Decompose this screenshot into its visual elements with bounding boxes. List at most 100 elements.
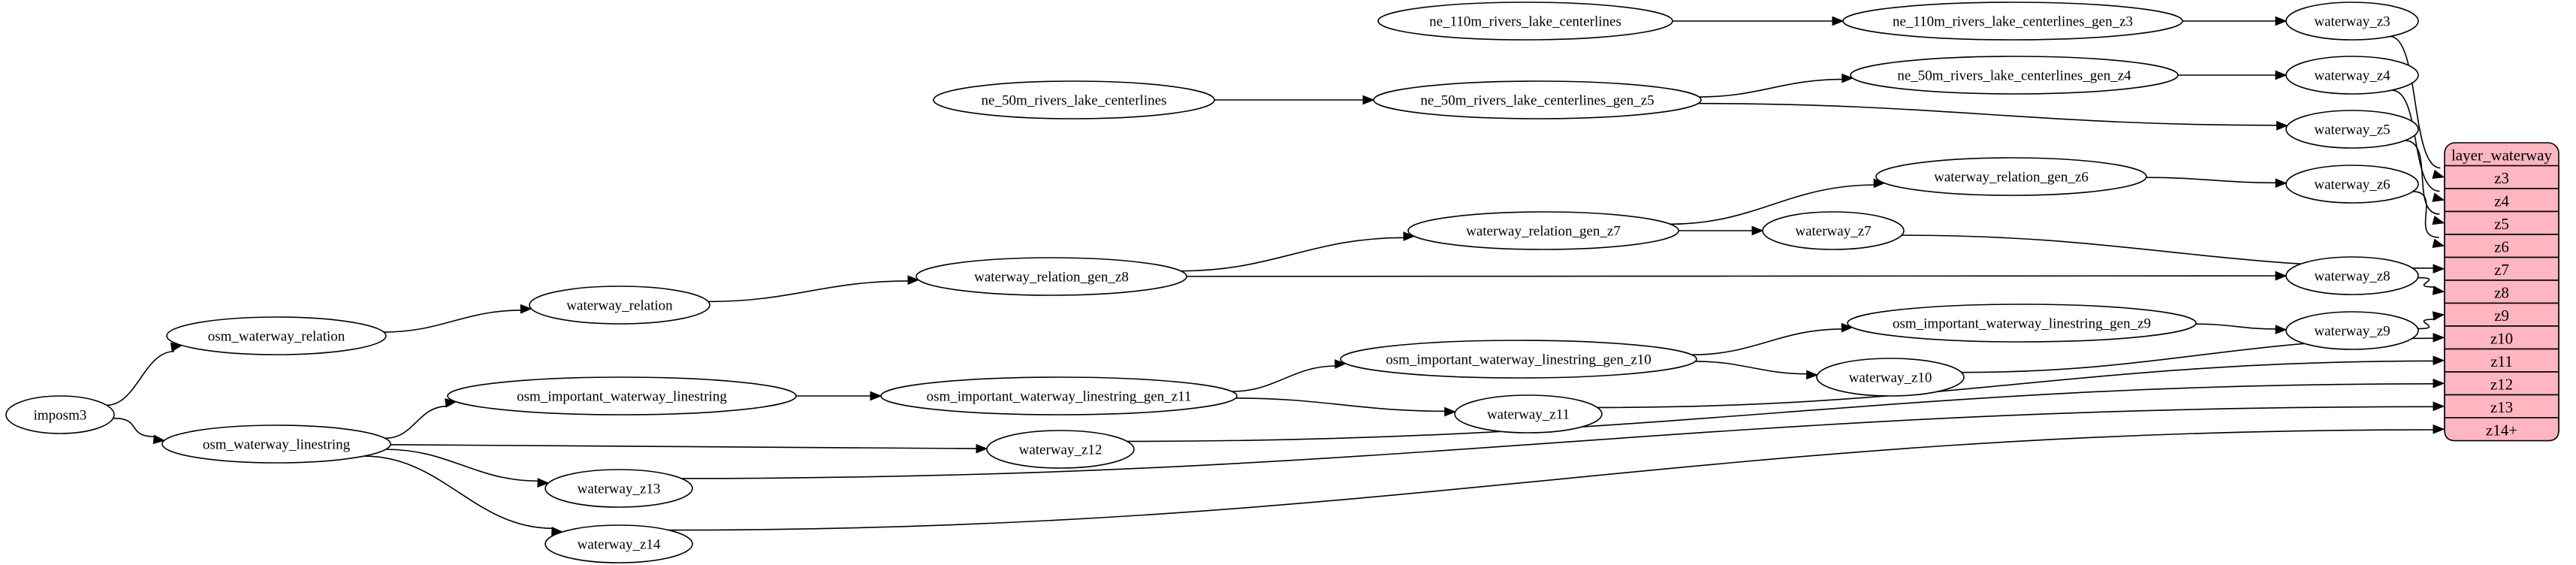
node-waterway_z13[interactable]: waterway_z13 xyxy=(544,469,693,508)
node-ne_110m_rivers_lake_centerlines_gen_z3[interactable]: ne_110m_rivers_lake_centerlines_gen_z3 xyxy=(1842,2,2183,41)
node-shape-waterway_relation xyxy=(529,286,710,325)
edge-waterway_z11-to-legend-z11 xyxy=(1597,360,2435,409)
node-osm_important_waterway_linestring[interactable]: osm_important_waterway_linestring xyxy=(447,376,797,415)
node-shape-ne_110m_rivers_lake_centerlines_gen_z3 xyxy=(1842,2,2183,41)
node-osm_waterway_linestring[interactable]: osm_waterway_linestring xyxy=(161,425,391,464)
legend-row-z12[interactable] xyxy=(2444,371,2559,396)
edge-osm_waterway_linestring-to-waterway_z12 xyxy=(390,444,978,449)
edge-osm_waterway_linestring-to-waterway_z14 xyxy=(363,455,554,530)
edge-arrowhead xyxy=(1444,406,1457,417)
edge-arrowhead xyxy=(2275,178,2288,189)
legend-row-label-z6: z6 xyxy=(2494,237,2509,255)
node-waterway_relation_gen_z7[interactable]: waterway_relation_gen_z7 xyxy=(1407,211,1679,250)
legend-row-label-z8: z8 xyxy=(2494,283,2509,301)
legend-table-layer-waterway: layer_waterwayz3z4z5z6z7z8z9z10z11z12z13… xyxy=(2444,142,2559,442)
legend-row-z11[interactable] xyxy=(2444,348,2559,373)
node-shape-waterway_z8 xyxy=(2285,256,2419,295)
legend-row-label-z5: z5 xyxy=(2494,215,2509,233)
node-label-waterway_z14: waterway_z14 xyxy=(578,537,661,553)
node-shape-waterway_z5 xyxy=(2285,110,2419,149)
node-shape-osm_waterway_relation xyxy=(166,316,387,355)
node-ne_50m_rivers_lake_centerlines_gen_z4[interactable]: ne_50m_rivers_lake_centerlines_gen_z4 xyxy=(1850,56,2179,95)
node-waterway_z12[interactable]: waterway_z12 xyxy=(986,430,1135,469)
edge-arrowhead xyxy=(2275,70,2288,80)
legend-row-label-z7: z7 xyxy=(2494,261,2509,279)
legend-table-title: layer_waterway xyxy=(2451,146,2553,164)
edge-arrowhead xyxy=(2433,355,2445,366)
edge-waterway_z5-to-legend-z5 xyxy=(2405,140,2440,215)
node-shape-waterway_z4 xyxy=(2285,56,2419,95)
legend-row-z10[interactable] xyxy=(2444,325,2559,350)
edge-osm_important_waterway_linestring_gen_z11-to-waterway_z11 xyxy=(1235,397,1446,412)
node-waterway_z14[interactable]: waterway_z14 xyxy=(544,524,693,563)
node-label-waterway_z12: waterway_z12 xyxy=(1019,443,1102,458)
node-shape-waterway_z3 xyxy=(2285,2,2419,41)
edge-waterway_z4-to-legend-z4 xyxy=(2391,89,2440,192)
node-osm_important_waterway_linestring_gen_z9[interactable]: osm_important_waterway_linestring_gen_z9 xyxy=(1847,304,2197,343)
node-shape-waterway_z12 xyxy=(986,430,1135,469)
node-shape-waterway_z6 xyxy=(2285,165,2419,204)
node-label-osm_waterway_linestring: osm_waterway_linestring xyxy=(203,437,351,453)
node-osm_important_waterway_linestring_gen_z11[interactable]: osm_important_waterway_linestring_gen_z1… xyxy=(880,376,1238,415)
edge-arrowhead xyxy=(2432,215,2445,225)
node-label-ne_50m_rivers_lake_centerlines: ne_50m_rivers_lake_centerlines xyxy=(982,93,1167,109)
node-waterway_relation_gen_z8[interactable]: waterway_relation_gen_z8 xyxy=(915,257,1187,296)
legend-row-z5[interactable] xyxy=(2444,210,2559,235)
edge-waterway_relation_gen_z6-to-waterway_z6 xyxy=(2146,177,2277,184)
edge-arrowhead xyxy=(976,443,988,454)
edge-arrowhead xyxy=(1751,225,1764,236)
node-shape-waterway_z14 xyxy=(544,524,693,563)
node-label-waterway_z11: waterway_z11 xyxy=(1487,407,1570,423)
node-ne_110m_rivers_lake_centerlines[interactable]: ne_110m_rivers_lake_centerlines xyxy=(1377,2,1673,41)
node-ne_50m_rivers_lake_centerlines_gen_z5[interactable]: ne_50m_rivers_lake_centerlines_gen_z5 xyxy=(1373,80,1702,119)
node-label-ne_110m_rivers_lake_centerlines: ne_110m_rivers_lake_centerlines xyxy=(1429,14,1621,30)
node-ne_50m_rivers_lake_centerlines[interactable]: ne_50m_rivers_lake_centerlines xyxy=(933,80,1215,119)
node-label-osm_important_waterway_linestring_gen_z10: osm_important_waterway_linestring_gen_z1… xyxy=(1386,352,1651,368)
edge-arrowhead xyxy=(152,434,166,445)
legend-row-z4[interactable] xyxy=(2444,188,2559,213)
node-label-waterway_z9: waterway_z9 xyxy=(2314,324,2390,340)
edge-osm_important_waterway_linestring_gen_z10-to-osm_important_waterway_linestring_gen_z9 xyxy=(1691,328,1843,356)
edge-arrowhead xyxy=(445,398,457,408)
edge-ne_50m_rivers_lake_centerlines_gen_z5-to-waterway_z5 xyxy=(1698,102,2278,126)
edge-arrowhead xyxy=(2432,169,2445,180)
legend-row-z13[interactable] xyxy=(2444,394,2559,418)
edge-imposm3-to-osm_waterway_relation xyxy=(107,350,174,406)
node-shape-ne_50m_rivers_lake_centerlines_gen_z4 xyxy=(1850,56,2179,95)
node-waterway_z10[interactable]: waterway_z10 xyxy=(1816,358,1965,397)
node-shape-osm_important_waterway_linestring_gen_z11 xyxy=(880,376,1238,415)
node-waterway_z8[interactable]: waterway_z8 xyxy=(2285,256,2419,295)
legend-table-layer: layer_waterwayz3z4z5z6z7z8z9z10z11z12z13… xyxy=(2444,142,2559,442)
legend-row-z14+[interactable] xyxy=(2444,417,2559,442)
node-waterway_z3[interactable]: waterway_z3 xyxy=(2285,2,2419,41)
node-waterway_z9[interactable]: waterway_z9 xyxy=(2285,311,2419,350)
node-waterway_z5[interactable]: waterway_z5 xyxy=(2285,110,2419,149)
nodes-layer: imposm3 osm_waterway_relation osm_waterway… xyxy=(5,2,2419,563)
node-imposm3[interactable]: imposm3 xyxy=(5,395,115,434)
edge-arrowhead xyxy=(870,391,882,401)
node-osm_waterway_relation[interactable]: osm_waterway_relation xyxy=(166,316,387,355)
node-shape-ne_110m_rivers_lake_centerlines xyxy=(1377,2,1673,41)
node-waterway_z11[interactable]: waterway_z11 xyxy=(1454,394,1603,434)
node-shape-osm_waterway_linestring xyxy=(161,425,391,464)
node-waterway_relation[interactable]: waterway_relation xyxy=(529,286,710,325)
edge-waterway_z6-to-legend-z6 xyxy=(2412,191,2439,238)
node-waterway_z6[interactable]: waterway_z6 xyxy=(2285,165,2419,204)
edge-waterway_z14-to-legend-z14+ xyxy=(668,429,2435,531)
node-label-waterway_z7: waterway_z7 xyxy=(1795,224,1871,240)
node-shape-ne_50m_rivers_lake_centerlines xyxy=(933,80,1215,119)
node-waterway_z4[interactable]: waterway_z4 xyxy=(2285,56,2419,95)
node-label-waterway_z4: waterway_z4 xyxy=(2314,68,2390,84)
node-shape-osm_important_waterway_linestring xyxy=(447,376,797,415)
node-osm_important_waterway_linestring_gen_z10[interactable]: osm_important_waterway_linestring_gen_z1… xyxy=(1340,340,1697,379)
edge-waterway_z9-to-legend-z9 xyxy=(2418,319,2436,330)
node-waterway_relation_gen_z6[interactable]: waterway_relation_gen_z6 xyxy=(1875,157,2147,196)
edge-arrowhead xyxy=(2433,401,2445,412)
legend-row-label-z14+: z14+ xyxy=(2486,421,2517,439)
node-label-waterway_relation_gen_z8: waterway_relation_gen_z8 xyxy=(974,270,1129,286)
node-waterway_z7[interactable]: waterway_z7 xyxy=(1762,211,1905,250)
legend-row-z6[interactable] xyxy=(2444,234,2559,258)
edge-osm_waterway_linestring-to-osm_important_waterway_linestring xyxy=(385,405,448,440)
legend-row-z7[interactable] xyxy=(2444,256,2559,281)
